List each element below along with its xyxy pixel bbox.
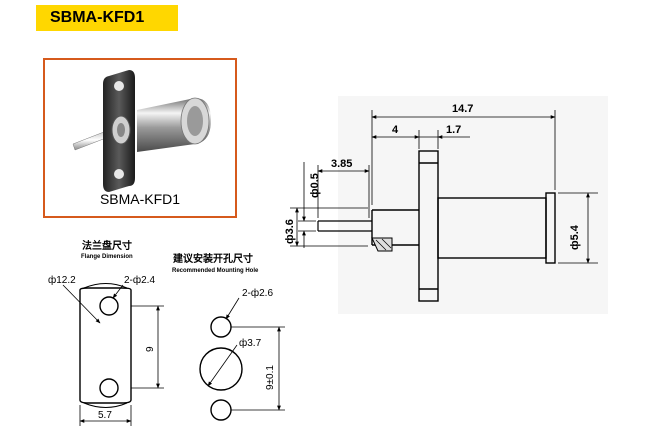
mounting-dimensions: [207, 297, 285, 411]
dim-insulator-dia: ф3.6: [284, 219, 296, 244]
side-flange: [418, 150, 439, 302]
dim-tip-step: 1.7: [446, 124, 461, 136]
mounting-view: [199, 316, 243, 421]
dim-pin-dia: ф0.5: [309, 173, 321, 198]
mounting-dim-spacing: 9±0.1: [265, 365, 276, 390]
flange-dimensions: [62, 284, 164, 426]
mounting-title-cn: 建议安装开孔尺寸: [172, 252, 253, 265]
flange-dim-radius: ф12.2: [48, 274, 76, 286]
flange-outline: [79, 287, 132, 404]
side-end: [545, 192, 556, 264]
photo-caption: SBMA-KFD1: [99, 191, 181, 207]
flange-hole-bottom: [99, 378, 119, 398]
side-view-dimensions: [290, 110, 598, 264]
mounting-hole-center: [199, 347, 243, 391]
flange-title-en: Flange Dimension: [81, 254, 133, 260]
dim-flange-to-end: 4: [392, 124, 399, 136]
mounting-title-en: Recommended Mounting Hole: [172, 268, 259, 274]
side-view-background: [338, 96, 608, 314]
side-body: [437, 197, 547, 259]
flange-dim-width: 5.7: [98, 410, 112, 421]
connector-photo: [72, 70, 211, 192]
mounting-hole-bottom: [210, 399, 232, 421]
flange-title-cn: 法兰盘尺寸: [82, 239, 132, 252]
flange-dim-holes: 2-ф2.4: [124, 274, 155, 286]
flange-dim-height: 9: [145, 346, 156, 352]
mounting-dim-center-hole: ф3.7: [239, 337, 262, 349]
dim-pin-length: 3.85: [331, 158, 352, 170]
side-view: [317, 150, 556, 302]
product-title: SBMA-KFD1: [36, 5, 178, 31]
mounting-hole-top: [210, 316, 232, 338]
dim-total-length: 14.7: [452, 103, 473, 115]
mounting-dim-holes: 2-ф2.6: [242, 287, 273, 299]
flange-view: [79, 283, 132, 408]
flange-hole-top: [99, 296, 119, 316]
product-photo-frame: SBMA-KFD1: [43, 58, 237, 218]
dim-body-dia: ф5.4: [569, 224, 581, 250]
